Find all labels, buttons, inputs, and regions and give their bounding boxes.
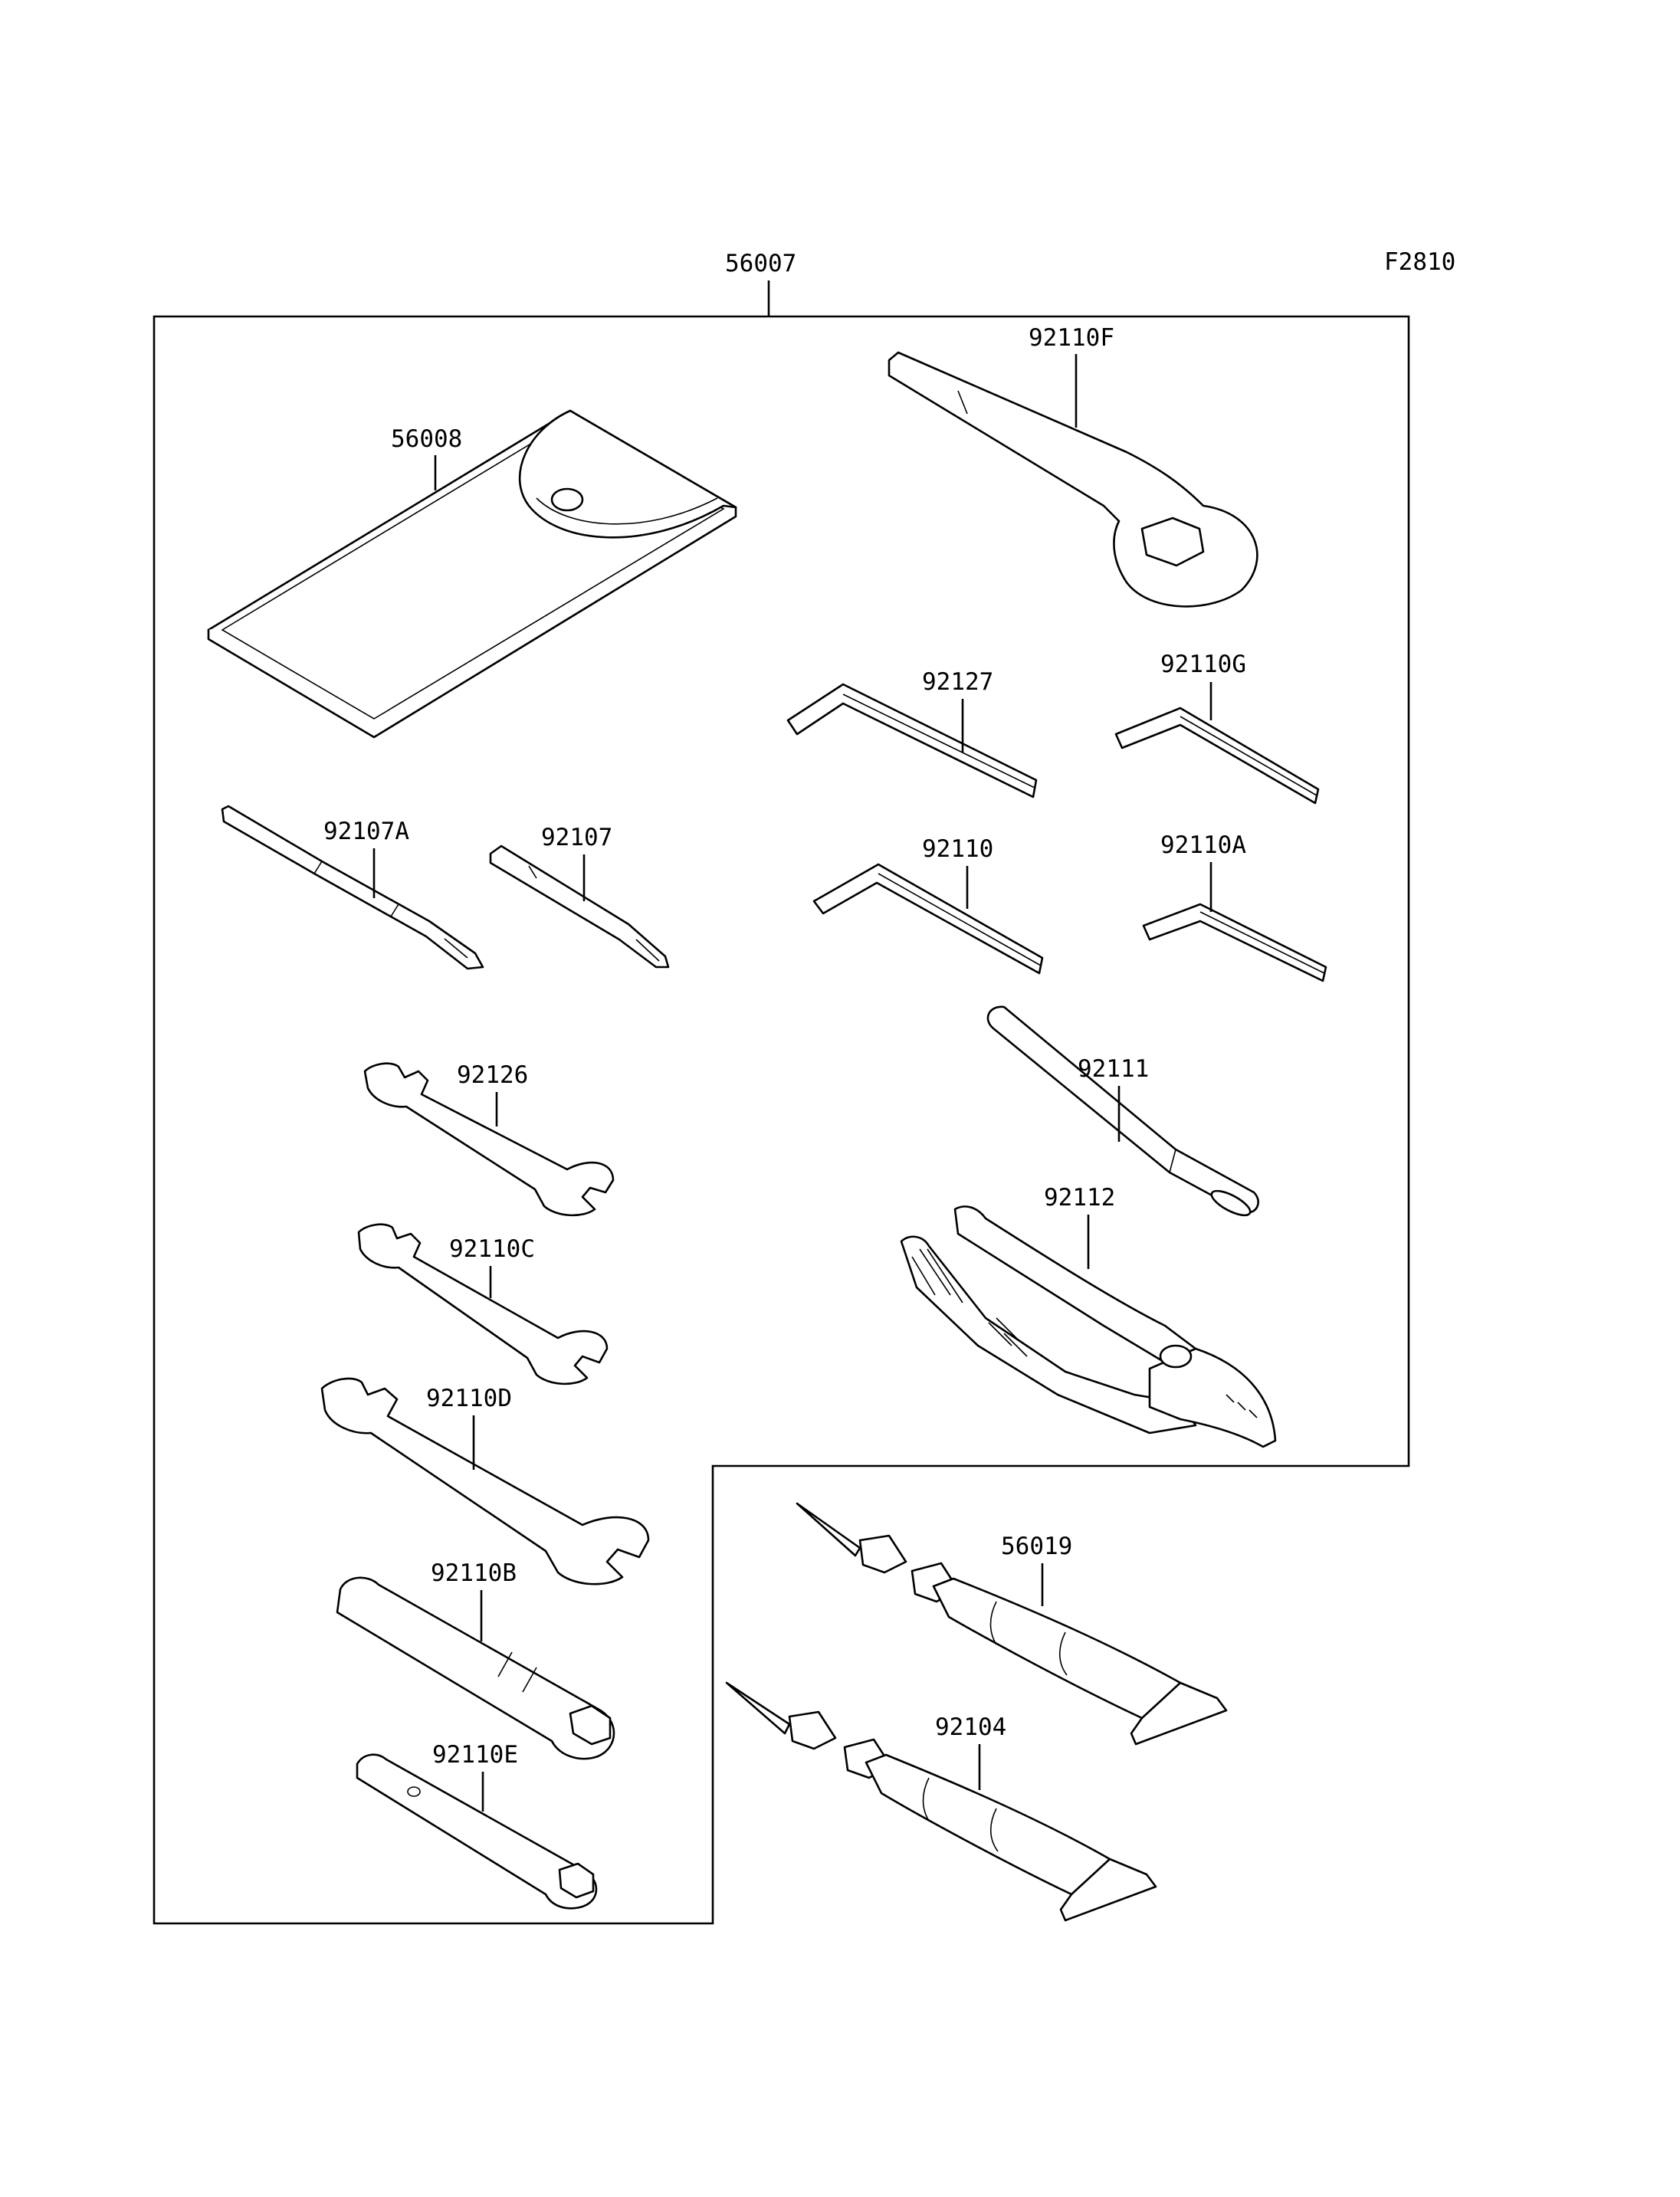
part-label-92107A: 92107A xyxy=(323,818,409,845)
hex-key-icon xyxy=(1114,707,1320,805)
part-label-92110G: 92110G xyxy=(1160,651,1246,678)
part-label-92110E: 92110E xyxy=(432,1741,518,1769)
hex-key-icon xyxy=(812,863,1044,975)
grease-tube-icon xyxy=(725,1681,1157,1922)
part-label-92110B: 92110B xyxy=(431,1559,517,1587)
part-label-92110A: 92110A xyxy=(1160,831,1246,859)
hex-key-icon xyxy=(786,683,1038,798)
kit-number: 56007 xyxy=(725,250,796,277)
part-label-92110F: 92110F xyxy=(1029,324,1114,352)
drawing-code: F2810 xyxy=(1384,248,1455,276)
tool-pouch-icon xyxy=(207,409,737,739)
spark-plug-wrench-icon xyxy=(356,1753,598,1910)
handle-bar-icon xyxy=(986,1005,1259,1217)
part-label-92126: 92126 xyxy=(457,1061,528,1089)
kit-frame xyxy=(153,315,1410,1925)
part-label-92111: 92111 xyxy=(1078,1055,1149,1083)
part-label-92107: 92107 xyxy=(541,824,612,851)
part-label-56019: 56019 xyxy=(1001,1533,1072,1560)
part-label-92104: 92104 xyxy=(935,1713,1006,1741)
part-label-56008: 56008 xyxy=(391,425,462,453)
part-label-92112: 92112 xyxy=(1044,1184,1115,1212)
part-label-92110D: 92110D xyxy=(426,1385,512,1412)
hex-key-icon xyxy=(1142,903,1327,982)
open-end-wrench-icon xyxy=(357,1223,609,1385)
part-label-92110C: 92110C xyxy=(449,1235,535,1263)
part-label-92110: 92110 xyxy=(922,835,993,863)
open-end-wrench-icon xyxy=(320,1377,650,1585)
part-label-92127: 92127 xyxy=(922,668,993,696)
socket-wrench-icon xyxy=(336,1576,615,1760)
pliers-icon xyxy=(900,1205,1277,1448)
grease-tube-icon xyxy=(796,1502,1228,1746)
screwdriver-bit-icon xyxy=(489,844,670,969)
box-end-wrench-icon xyxy=(888,351,1258,608)
open-end-wrench-icon xyxy=(363,1062,615,1217)
screwdriver-bit-icon xyxy=(221,805,484,970)
